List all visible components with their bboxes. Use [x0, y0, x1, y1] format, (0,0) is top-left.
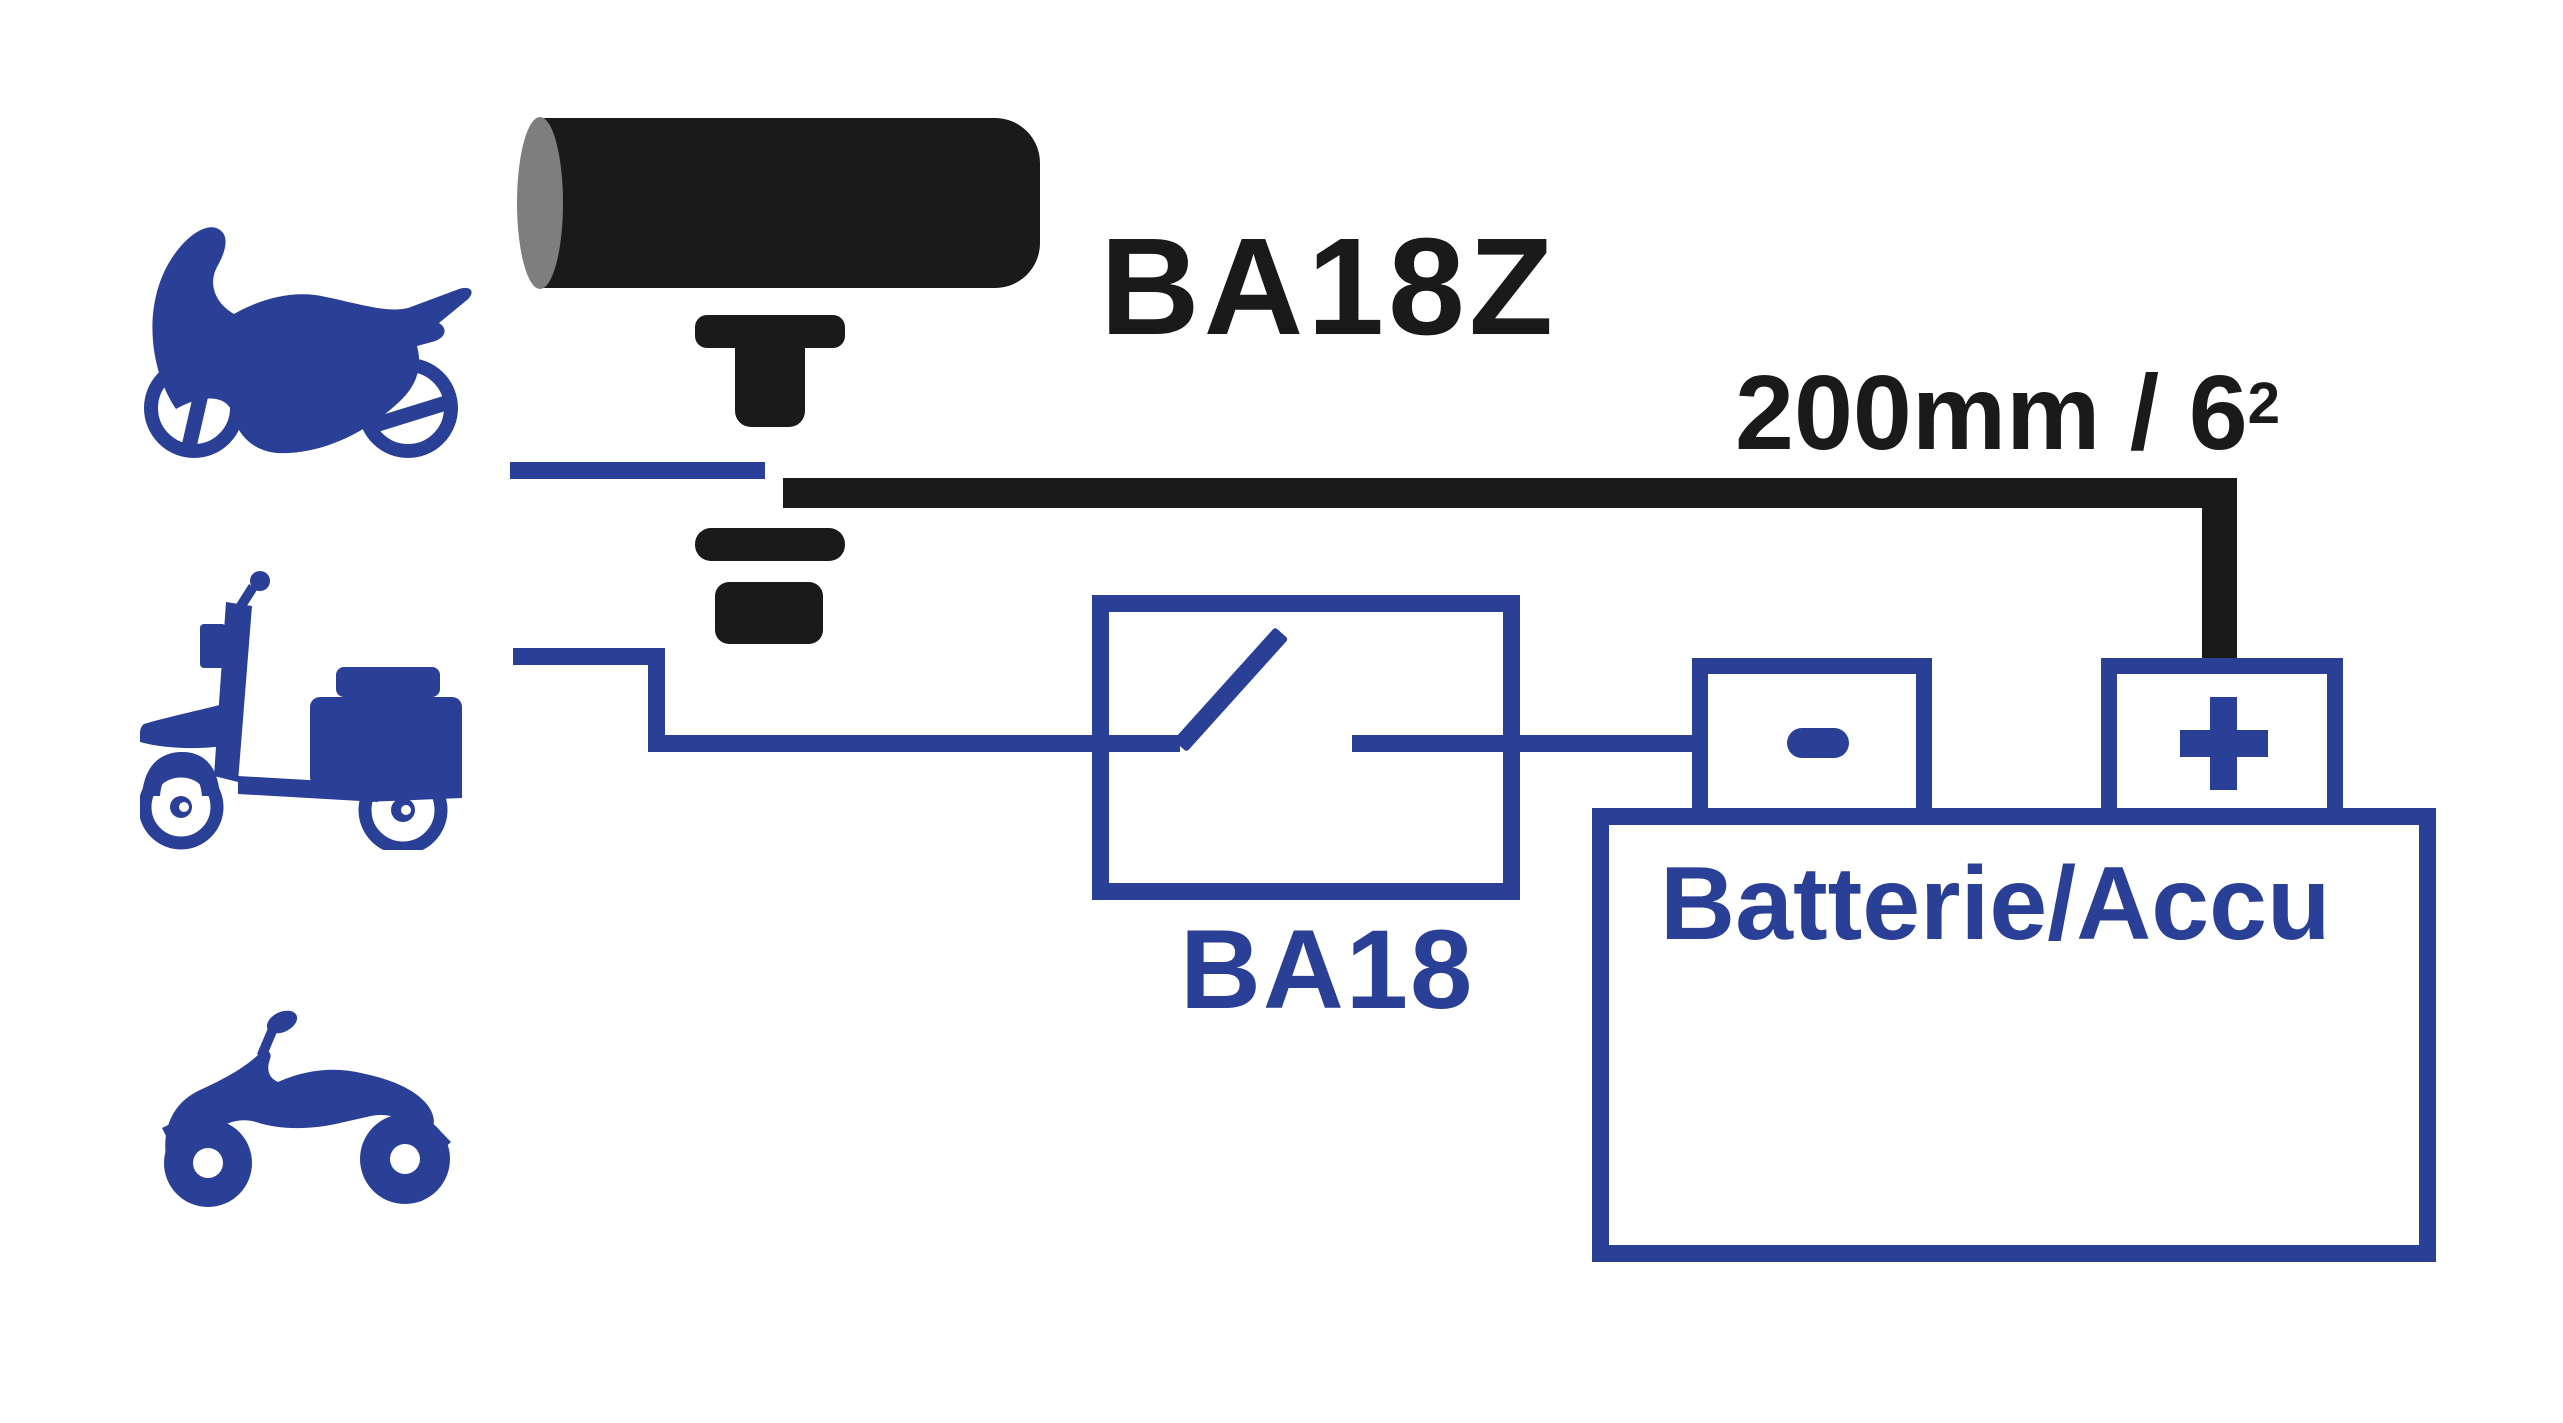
- scooter-icon: [140, 571, 462, 850]
- minus-symbol: [1787, 728, 1849, 758]
- cable-spec-base: 200mm / 6: [1735, 354, 2248, 472]
- switch-box: [1092, 595, 1520, 900]
- cable-spec-superscript: 2: [2247, 370, 2281, 436]
- plus-symbol-v: [2210, 697, 2237, 790]
- battery-box: [1592, 808, 2436, 1262]
- battery-cable-vertical: [2202, 478, 2237, 658]
- battery-label: Batterie/Accu: [1660, 846, 2331, 962]
- scooter-wire-bottom: [648, 735, 1180, 752]
- device-label: BA18Z: [1100, 210, 1558, 364]
- bolt-shaft: [735, 347, 805, 427]
- atv-quad-icon: [162, 1010, 451, 1207]
- motorcycle-icon: [144, 227, 472, 458]
- cable-spec-label: 200mm / 62: [1735, 360, 2280, 466]
- battery-cable-horizontal: [783, 478, 2237, 508]
- switch-label: BA18: [1180, 907, 1475, 1032]
- motorcycle-wire: [510, 462, 765, 479]
- switch-to-battery-wire: [1352, 735, 1692, 752]
- bolt-head: [695, 315, 845, 348]
- bolt-cap-end-face: [517, 117, 563, 289]
- washer: [695, 528, 845, 561]
- bolt-cap-cylinder: [540, 118, 1040, 288]
- scooter-wire-drop: [648, 648, 665, 752]
- nut: [715, 582, 823, 644]
- scooter-wire-top: [513, 648, 665, 665]
